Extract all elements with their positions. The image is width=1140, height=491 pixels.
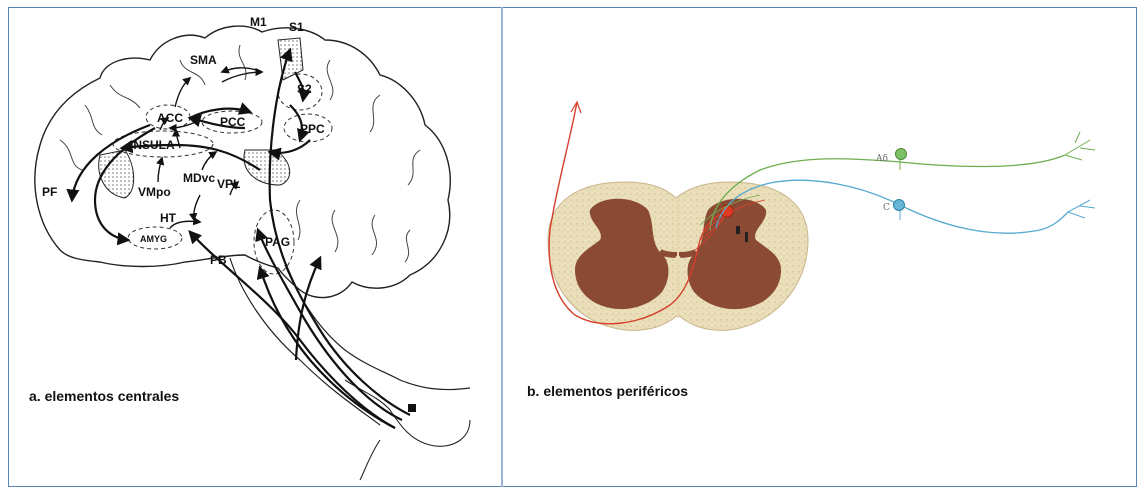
brain-diagram: M1 S1 SMA S2 ACC PCC PPC INSULA PF VMpo … [35, 15, 470, 480]
caption-panel-a: a. elementos centrales [29, 388, 179, 404]
label-ht: HT [160, 211, 177, 225]
label-m1: M1 [250, 15, 267, 29]
label-mdvc: MDvc [183, 171, 215, 185]
spinal-cord-diagram: Aδ C [548, 102, 1095, 330]
label-pb: PB [210, 253, 227, 267]
brain-outline [35, 26, 450, 298]
caption-panel-b: b. elementos periféricos [527, 383, 688, 399]
label-sma: SMA [190, 53, 217, 67]
label-s2: S2 [297, 82, 312, 96]
label-c-fiber: C [883, 203, 890, 213]
c-neuron-body [894, 200, 905, 211]
label-s1: S1 [289, 20, 304, 34]
label-vmpo: VMpo [138, 185, 171, 199]
label-pf: PF [42, 185, 57, 199]
label-insula: INSULA [130, 138, 175, 152]
label-amyg: AMYG [140, 234, 167, 244]
a-delta-neuron-body [896, 149, 907, 160]
label-vpl: VPL [217, 177, 240, 191]
label-pcc: PCC [220, 115, 246, 129]
label-a-delta: Aδ [875, 154, 888, 164]
label-pag: PAG [265, 235, 290, 249]
label-ppc: PPC [300, 122, 325, 136]
label-acc: ACC [157, 111, 183, 125]
